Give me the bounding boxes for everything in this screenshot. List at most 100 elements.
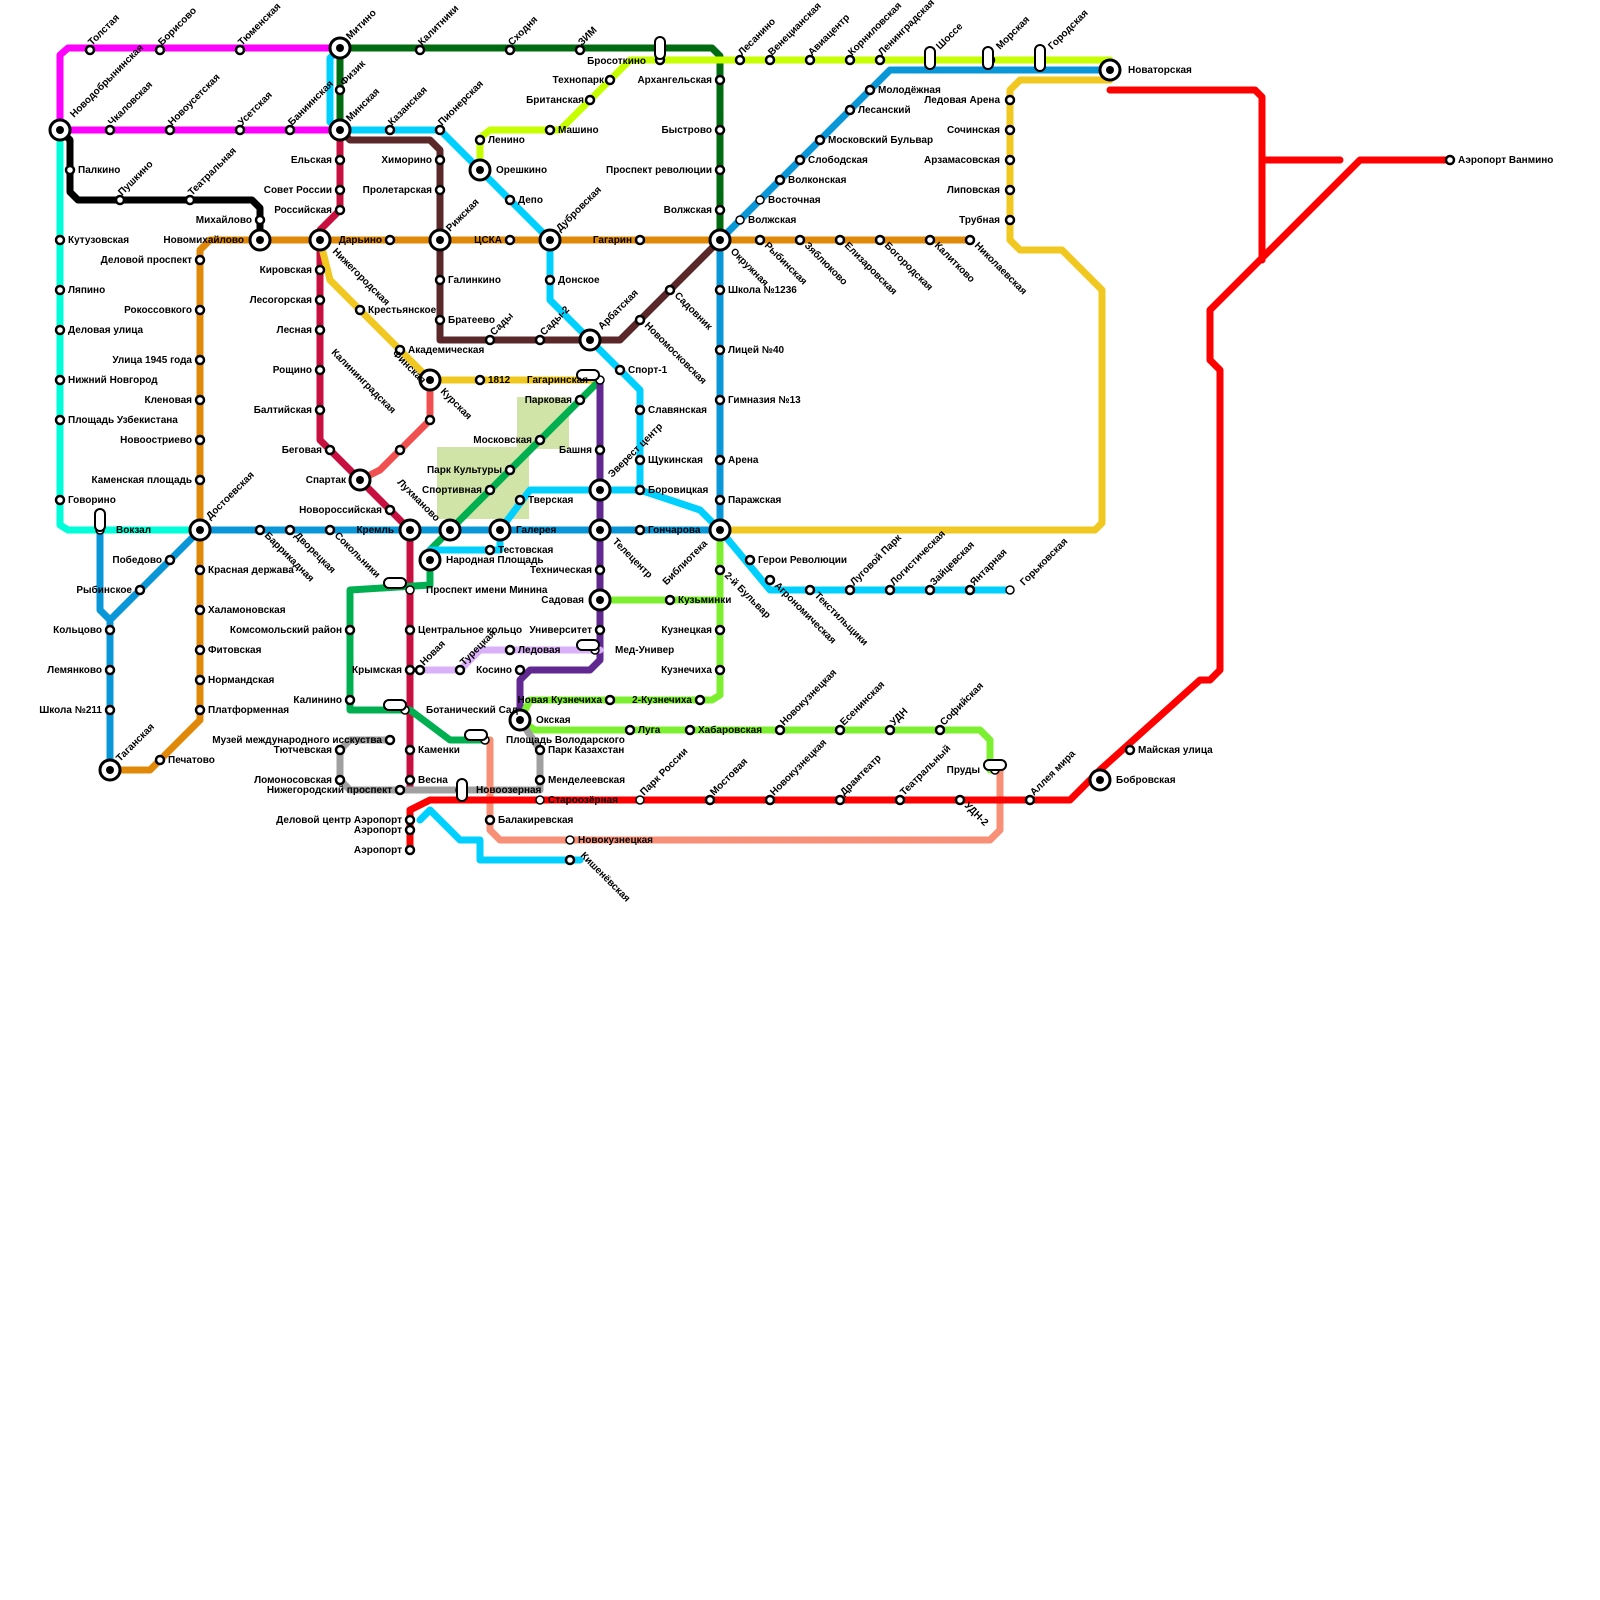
station-marker[interactable] — [714, 564, 726, 576]
station-s38[interactable] — [1004, 214, 1016, 226]
station-marker[interactable] — [594, 564, 606, 576]
station-s203[interactable] — [404, 814, 416, 826]
station-s109[interactable] — [594, 444, 606, 456]
station-s128[interactable] — [398, 518, 422, 542]
station-marker[interactable] — [404, 774, 416, 786]
station-s63[interactable] — [504, 234, 516, 246]
station-marker[interactable] — [434, 124, 446, 136]
station-s182[interactable] — [98, 758, 122, 782]
station-s5[interactable] — [414, 44, 426, 56]
station-s103[interactable] — [634, 404, 646, 416]
station-marker[interactable] — [384, 234, 396, 246]
station-s75[interactable] — [544, 274, 556, 286]
station-s17[interactable] — [1098, 58, 1122, 82]
station-s31[interactable] — [714, 74, 726, 86]
transfer-capsule[interactable] — [1034, 44, 1046, 72]
station-s180[interactable] — [384, 734, 396, 746]
station-s123[interactable] — [188, 518, 212, 542]
station-marker[interactable] — [714, 284, 726, 296]
station-marker[interactable] — [544, 124, 556, 136]
station-marker[interactable] — [714, 494, 726, 506]
station-marker[interactable] — [404, 624, 416, 636]
station-s9[interactable] — [734, 54, 746, 66]
station-s148[interactable] — [405, 585, 415, 595]
station-s91[interactable] — [194, 354, 206, 366]
station-marker[interactable] — [474, 374, 486, 386]
station-marker[interactable] — [714, 394, 726, 406]
station-s161[interactable] — [404, 664, 416, 676]
station-s10[interactable] — [764, 54, 776, 66]
station-marker[interactable] — [834, 234, 846, 246]
station-s58b[interactable] — [735, 215, 745, 225]
station-s89[interactable] — [394, 344, 406, 356]
station-s156[interactable] — [714, 624, 726, 636]
transfer-capsule[interactable] — [983, 759, 1007, 771]
station-s197[interactable] — [534, 774, 546, 786]
station-marker[interactable] — [334, 744, 346, 756]
station-marker[interactable] — [664, 594, 676, 606]
station-marker[interactable] — [484, 544, 496, 556]
station-s39[interactable] — [64, 164, 76, 176]
station-marker[interactable] — [1005, 585, 1015, 595]
station-s198[interactable] — [1088, 768, 1112, 792]
station-s37[interactable] — [1004, 184, 1016, 196]
station-marker[interactable] — [794, 234, 806, 246]
transfer-capsule[interactable] — [982, 46, 994, 70]
station-s146[interactable] — [804, 584, 816, 596]
station-marker[interactable] — [534, 434, 546, 446]
station-s104[interactable] — [54, 414, 66, 426]
station-s84[interactable] — [534, 334, 546, 346]
station-s127[interactable] — [324, 524, 336, 536]
station-s57[interactable] — [538, 228, 562, 252]
station-s155[interactable] — [594, 624, 606, 636]
station-s72[interactable] — [194, 254, 206, 266]
station-s135[interactable] — [744, 554, 756, 566]
station-s209[interactable] — [565, 835, 575, 845]
station-s30[interactable] — [604, 74, 616, 86]
station-s186[interactable] — [1124, 744, 1136, 756]
station-marker[interactable] — [405, 585, 415, 595]
station-marker[interactable] — [54, 284, 66, 296]
station-s173[interactable] — [508, 708, 532, 732]
station-s114[interactable] — [348, 468, 372, 492]
station-marker[interactable] — [594, 444, 606, 456]
station-s88[interactable] — [54, 324, 66, 336]
station-marker[interactable] — [764, 574, 776, 586]
station-s27[interactable] — [474, 134, 486, 146]
station-marker[interactable] — [774, 724, 786, 736]
station-marker[interactable] — [84, 44, 96, 56]
station-s49[interactable] — [334, 184, 346, 196]
station-marker[interactable] — [534, 774, 546, 786]
station-marker[interactable] — [634, 404, 646, 416]
station-s165[interactable] — [714, 664, 726, 676]
station-s116[interactable] — [484, 484, 496, 496]
station-s205[interactable] — [484, 814, 496, 826]
station-s19[interactable] — [104, 124, 116, 136]
station-s176[interactable] — [774, 724, 786, 736]
station-marker[interactable] — [884, 584, 896, 596]
station-marker[interactable] — [604, 694, 616, 706]
station-s58[interactable] — [714, 204, 726, 216]
station-s7[interactable] — [574, 44, 586, 56]
station-marker[interactable] — [874, 54, 886, 66]
station-marker[interactable] — [844, 104, 856, 116]
station-s67[interactable] — [794, 234, 806, 246]
station-s167[interactable] — [344, 694, 356, 706]
station-s126[interactable] — [284, 524, 296, 536]
station-marker[interactable] — [54, 374, 66, 386]
station-s12[interactable] — [844, 54, 856, 66]
station-marker[interactable] — [104, 704, 116, 716]
station-marker[interactable] — [194, 704, 206, 716]
station-marker[interactable] — [234, 124, 246, 136]
station-marker[interactable] — [614, 364, 626, 376]
station-s18[interactable] — [48, 118, 72, 142]
station-s108[interactable] — [324, 444, 336, 456]
station-marker[interactable] — [1004, 124, 1016, 136]
station-marker[interactable] — [894, 794, 906, 806]
station-s52[interactable] — [774, 174, 786, 186]
station-marker[interactable] — [154, 754, 166, 766]
station-marker[interactable] — [1444, 154, 1456, 166]
station-s83[interactable] — [484, 334, 496, 346]
station-marker[interactable] — [254, 524, 266, 536]
station-s80[interactable] — [354, 304, 366, 316]
